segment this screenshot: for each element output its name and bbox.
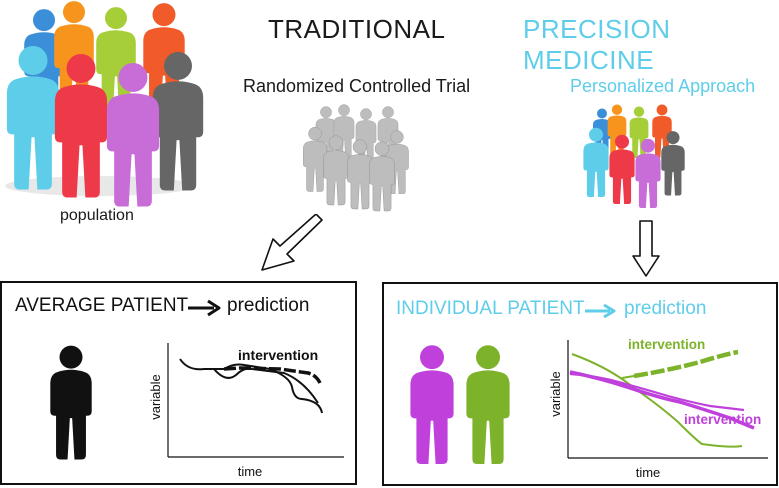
x-axis-label: time xyxy=(636,465,661,480)
average-patient-title: AVERAGE PATIENT xyxy=(15,295,189,316)
y-axis-label: variable xyxy=(148,374,163,420)
individual-patient-green xyxy=(464,344,512,464)
subheading-rct: Randomized Controlled Trial xyxy=(243,76,471,96)
prediction-label: prediction xyxy=(624,298,707,319)
green-trajectory-line xyxy=(571,353,743,448)
person-icon xyxy=(50,346,91,460)
average-patient-chart: variable time intervention xyxy=(148,343,344,479)
heading-precision-medicine: PRECISION MEDICINE xyxy=(523,14,671,75)
subheading-personalized: Personalized Approach xyxy=(570,76,756,96)
individual-patient-panel: INDIVIDUAL PATIENT prediction variable t… xyxy=(382,282,778,486)
y-axis-label: variable xyxy=(548,371,563,417)
average-patient-figure xyxy=(48,343,94,461)
prediction-label: prediction xyxy=(227,295,310,316)
green-intervention-line xyxy=(633,349,739,379)
arrow-right-icon xyxy=(188,300,221,316)
intervention-annotation-purple: intervention xyxy=(684,412,761,427)
arrow-right-icon xyxy=(585,304,616,318)
x-axis-label: time xyxy=(238,464,263,479)
arrow-diagonal-icon xyxy=(261,214,323,271)
population-crowd xyxy=(5,1,204,207)
trajectory-line xyxy=(179,358,323,414)
intervention-annotation: intervention xyxy=(238,347,318,363)
individual-patient-purple xyxy=(408,344,456,464)
person-icon xyxy=(466,345,509,464)
arrow-down-icon xyxy=(632,220,660,277)
trial-crowd xyxy=(302,104,409,212)
intervention-annotation-green: intervention xyxy=(628,337,705,352)
heading-traditional: TRADITIONAL xyxy=(268,14,446,44)
green-link-line xyxy=(621,375,635,379)
intervention-line xyxy=(223,366,322,384)
precision-crowd xyxy=(583,104,685,208)
person-icon xyxy=(410,345,453,464)
purple-intervention-line xyxy=(569,370,755,430)
population-label: population xyxy=(60,207,134,224)
individual-patient-chart: variable time intervention intervention xyxy=(548,337,768,480)
average-patient-panel: AVERAGE PATIENT prediction variable time… xyxy=(0,281,357,485)
individual-patient-title: INDIVIDUAL PATIENT xyxy=(396,298,585,319)
